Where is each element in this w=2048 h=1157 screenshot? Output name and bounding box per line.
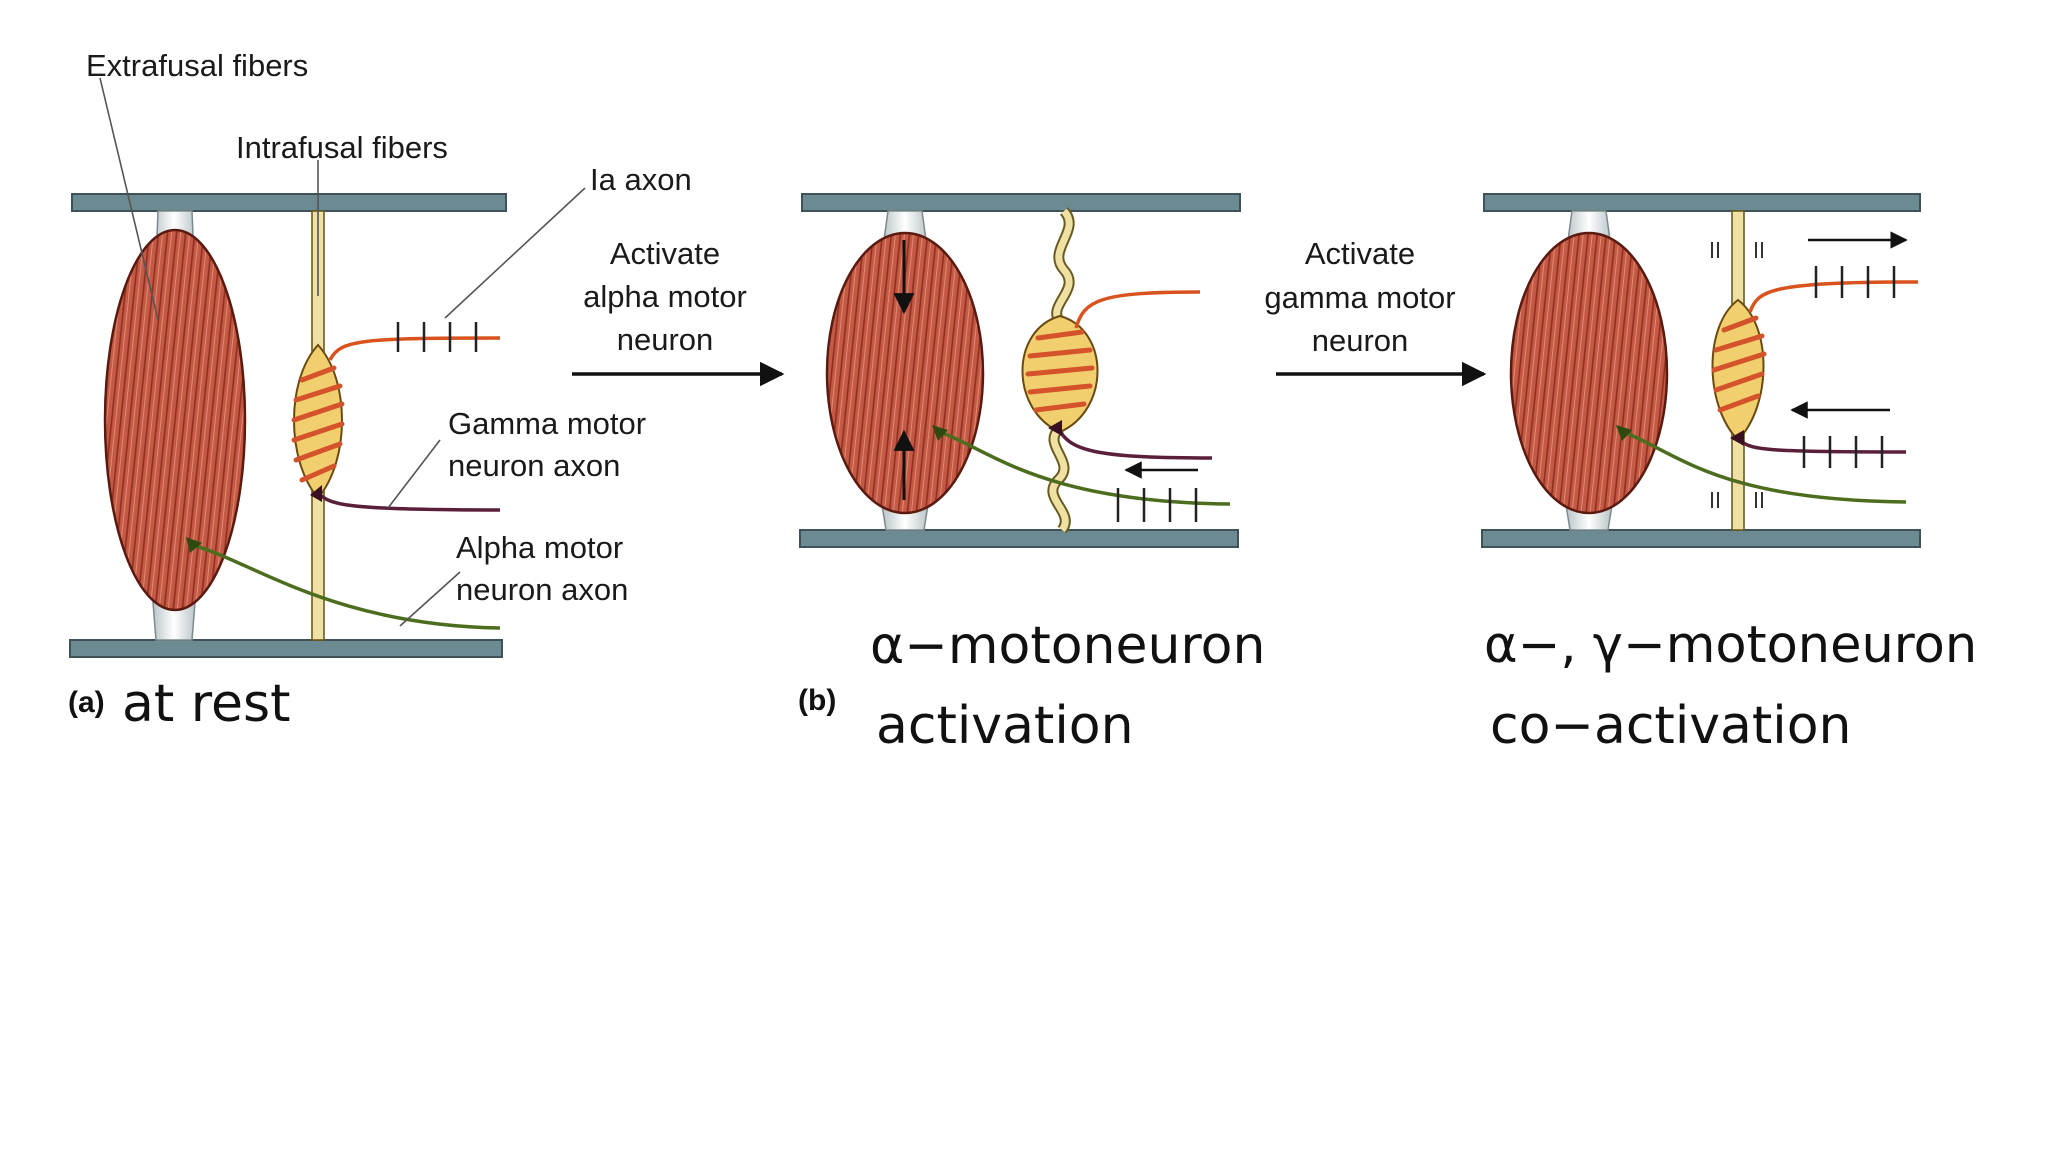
label-alpha-axon-2: neuron axon — [456, 572, 628, 607]
label-extrafusal-fibers: Extrafusal fibers — [86, 48, 308, 83]
caption-panel-b-line2: activation — [876, 696, 1134, 756]
label-activate-alpha-1: Activate — [610, 236, 720, 271]
alpha-ending — [1616, 425, 1632, 441]
stretch-marks-bottom — [1711, 492, 1763, 508]
label-activate-gamma-2: gamma motor — [1264, 280, 1455, 315]
label-activate-alpha-3: neuron — [617, 322, 714, 357]
gamma-ending — [310, 485, 322, 502]
alpha-axon — [1623, 430, 1907, 504]
bottom-plate — [69, 639, 503, 658]
alpha-axon — [939, 430, 1231, 506]
label-activate-gamma-3: neuron — [1312, 323, 1409, 358]
gamma-spikes — [1802, 436, 1884, 468]
label-intrafusal-fibers: Intrafusal fibers — [236, 130, 448, 165]
top-plate — [71, 193, 507, 212]
label-gamma-axon-2: neuron axon — [448, 448, 620, 483]
gamma-axon — [316, 491, 501, 512]
ia-axon — [1748, 280, 1919, 313]
label-activate-alpha-2: alpha motor — [583, 279, 747, 314]
spindle-stripes — [1025, 329, 1095, 413]
panel-a-tag: (a) — [68, 686, 105, 719]
ia-axon — [328, 336, 501, 361]
ia-spikes — [1814, 266, 1896, 298]
caption-panel-c-line1: α−, γ−motoneuron — [1484, 616, 1978, 675]
gamma-axon — [1738, 438, 1907, 454]
alpha-ending — [186, 537, 202, 553]
ia-axon — [1074, 290, 1201, 329]
label-activate-gamma-1: Activate — [1305, 236, 1415, 271]
caption-panel-b-line1: α−motoneuron — [870, 616, 1266, 676]
leader-lines — [99, 77, 586, 627]
transition-alpha: Activate alpha motor neuron — [572, 236, 785, 387]
caption-panel-c-line2: co−activation — [1490, 696, 1852, 756]
extrafusal-muscle — [825, 231, 985, 515]
alpha-axon — [191, 543, 501, 630]
panel-c — [1481, 193, 1921, 548]
transition-gamma: Activate gamma motor neuron — [1264, 236, 1487, 387]
panel-b — [799, 193, 1241, 548]
panel-b-tag: (b) — [798, 684, 837, 717]
label-ia-axon: Ia axon — [590, 162, 692, 197]
top-plate — [801, 193, 1241, 212]
ia-spikes — [396, 322, 478, 352]
spindle-stripes — [1711, 315, 1767, 413]
caption-panel-a: at rest — [122, 674, 291, 734]
extrafusal-muscle — [103, 228, 247, 612]
gamma-axon — [1056, 427, 1213, 460]
intrafusal-fiber-slack-fill — [1049, 208, 1073, 533]
alpha-spikes — [1116, 488, 1198, 522]
gamma-ending — [1048, 420, 1062, 436]
bottom-plate — [799, 529, 1239, 548]
bottom-plate — [1481, 529, 1921, 548]
stretch-marks-top — [1711, 242, 1763, 258]
label-gamma-axon-1: Gamma motor — [448, 406, 646, 441]
extrafusal-muscle — [1509, 231, 1669, 515]
alpha-ending — [932, 425, 948, 441]
top-plate — [1483, 193, 1921, 212]
label-alpha-axon-1: Alpha motor — [456, 530, 623, 565]
panel-a: Extrafusal fibers Intrafusal fibers Ia a… — [69, 48, 692, 658]
gamma-ending — [1730, 430, 1744, 446]
spindle-stripes — [291, 365, 345, 483]
